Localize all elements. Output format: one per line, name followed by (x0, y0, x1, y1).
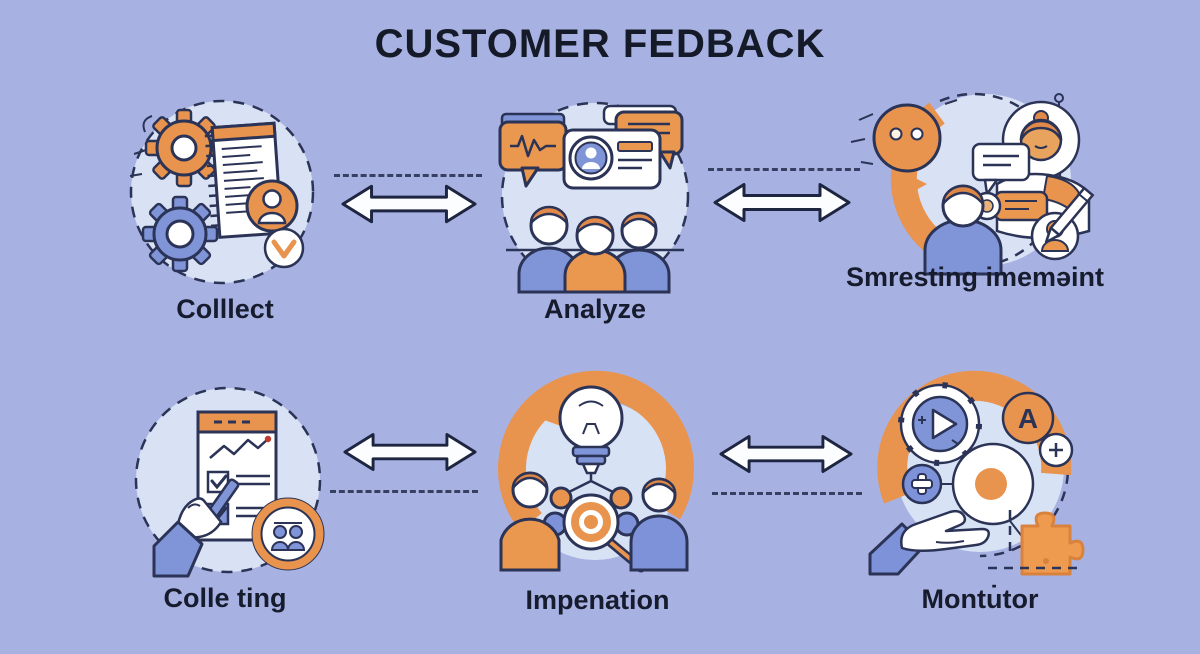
cross-badge-icon (901, 463, 943, 505)
person-icon (629, 477, 689, 572)
speech-bubble-icon (972, 190, 1049, 222)
people-badge-icon (251, 497, 325, 571)
lens-icon (941, 442, 1035, 540)
dashed-connector (330, 490, 478, 493)
puzzle-icon (988, 510, 1085, 576)
man-avatar-icon (923, 184, 1003, 276)
speech-bubble-icon (971, 142, 1031, 196)
discussion-illustration (850, 92, 1095, 276)
hand-pen-icon (152, 478, 240, 578)
step-label-collecting: Colle ting (163, 583, 287, 613)
person-icon (499, 471, 561, 572)
letter-badge-icon: A (1001, 391, 1055, 445)
dashed-connector (712, 492, 862, 495)
page-title: CUSTOMER FEDBACK (374, 22, 826, 66)
step-label-suggesting: Smresting imeməint (845, 262, 1105, 292)
network-nodes-icon (542, 473, 640, 537)
collecting-illustration (134, 386, 325, 578)
step-label-analyze: Analyze (543, 294, 647, 324)
lightbulb-icon (558, 385, 624, 475)
analyze-illustration (498, 101, 690, 294)
dashed-connector (334, 174, 482, 177)
hand-icon (868, 509, 990, 576)
plus-badge-icon (1038, 432, 1074, 468)
play-dial-icon (898, 382, 982, 466)
people-group-icon (517, 205, 671, 294)
double-arrow (719, 435, 853, 473)
collect-illustration (129, 99, 315, 285)
step-label-monitor: Montu̇tor (921, 584, 1039, 614)
step-label-collect: Colllect (176, 294, 274, 324)
profile-card-icon (562, 128, 662, 190)
monitor-illustration: A (868, 370, 1085, 576)
dashed-connector (708, 168, 860, 171)
double-arrow (341, 184, 477, 224)
double-arrow (713, 183, 851, 222)
badge-letter: A (1018, 403, 1038, 434)
implementation-illustration (498, 370, 694, 573)
pencil-icon (1044, 186, 1095, 244)
face-icon (872, 103, 942, 173)
magnifier-icon (562, 493, 646, 573)
user-badge-icon (245, 179, 299, 233)
double-arrow (343, 433, 477, 471)
step-label-implementation: Impenation (525, 585, 670, 615)
checkmark-icon (263, 227, 305, 269)
gear-icon (141, 195, 219, 273)
